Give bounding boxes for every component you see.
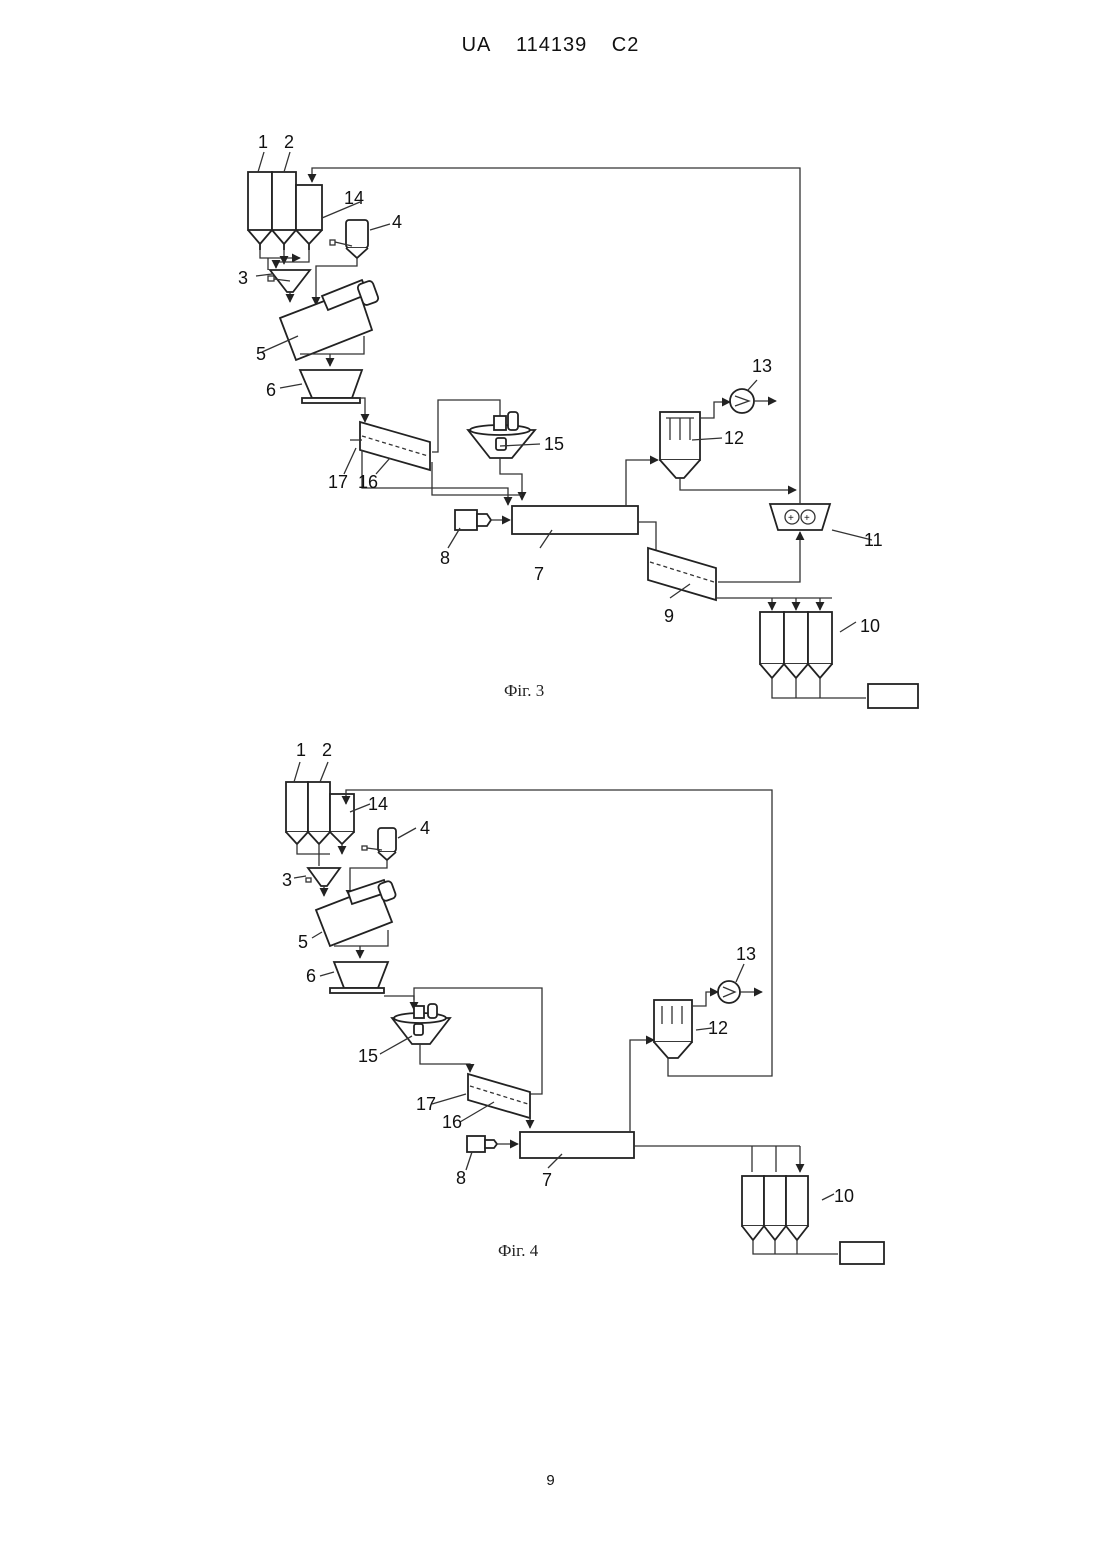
label-6: 6 xyxy=(306,966,316,986)
label-14: 14 xyxy=(344,188,364,208)
figure-4-caption: Фіг. 4 xyxy=(498,1241,539,1260)
label-16: 16 xyxy=(358,472,378,492)
burner-8 xyxy=(455,510,477,530)
doser-3 xyxy=(308,868,340,886)
svg-text:+: + xyxy=(804,513,810,524)
svg-text:+: + xyxy=(788,513,794,524)
page-number: 9 xyxy=(0,1472,1101,1489)
storage-box xyxy=(840,1242,884,1264)
storage-box xyxy=(868,684,918,708)
silo-group xyxy=(248,172,322,250)
label-8: 8 xyxy=(456,1168,466,1188)
label-1: 1 xyxy=(296,740,306,760)
label-5: 5 xyxy=(256,344,266,364)
label-15: 15 xyxy=(358,1046,378,1066)
product-silos-10 xyxy=(742,1176,808,1240)
cooler-9 xyxy=(648,548,716,600)
label-5: 5 xyxy=(298,932,308,952)
burner-8 xyxy=(467,1136,485,1152)
label-12: 12 xyxy=(708,1018,728,1038)
label-17: 17 xyxy=(416,1094,436,1114)
label-13: 13 xyxy=(736,944,756,964)
kiln-7 xyxy=(520,1132,634,1158)
label-14: 14 xyxy=(368,794,388,814)
crusher-11 xyxy=(770,504,830,530)
label-17: 17 xyxy=(328,472,348,492)
additive-tank-4 xyxy=(378,828,396,852)
label-11: 11 xyxy=(864,530,883,550)
label-12: 12 xyxy=(724,428,744,448)
screen-16 xyxy=(360,422,430,470)
fan-13 xyxy=(718,981,740,1003)
silo-group xyxy=(286,782,354,844)
label-2: 2 xyxy=(322,740,332,760)
label-15: 15 xyxy=(544,434,564,454)
label-9: 9 xyxy=(664,606,674,626)
product-silos-10 xyxy=(760,612,832,678)
label-7: 7 xyxy=(534,564,544,584)
kiln-7 xyxy=(512,506,638,534)
additive-tank-4 xyxy=(346,220,368,248)
figure-3: + + 1 2 3 4 5 6 7 8 9 10 11 12 xyxy=(238,132,918,708)
label-2: 2 xyxy=(284,132,294,152)
pelletizer-6 xyxy=(334,962,388,988)
label-13: 13 xyxy=(752,356,772,376)
label-1: 1 xyxy=(258,132,268,152)
label-16: 16 xyxy=(442,1112,462,1132)
label-6: 6 xyxy=(266,380,276,400)
label-3: 3 xyxy=(238,268,248,288)
filter-12 xyxy=(654,1000,692,1042)
figure-4: 1 2 3 4 5 6 7 8 10 12 13 14 15 16 17 Фіг… xyxy=(282,740,884,1264)
pelletizer-6 xyxy=(300,370,362,398)
label-4: 4 xyxy=(420,818,430,838)
label-3: 3 xyxy=(282,870,292,890)
figure-3-caption: Фіг. 3 xyxy=(504,681,544,700)
label-4: 4 xyxy=(392,212,402,232)
label-10: 10 xyxy=(834,1186,854,1206)
label-7: 7 xyxy=(542,1170,552,1190)
label-8: 8 xyxy=(440,548,450,568)
label-10: 10 xyxy=(860,616,880,636)
